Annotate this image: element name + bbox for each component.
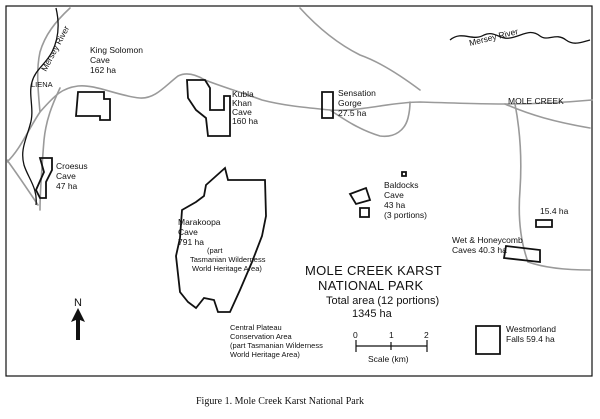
north-letter: N [74,297,82,309]
king-solomon-boundary [75,91,111,121]
road-liena-loop [39,87,61,211]
road-east-branch [504,103,591,129]
mersey-river-left-label: Mersey River [39,24,71,73]
mersey-river-right-label: Mersey River [468,26,519,48]
road-sensation-loop [329,101,411,138]
small-15-4-boundary [535,219,553,228]
mersey-river-west [22,7,59,206]
reserve-boundaries [35,79,553,355]
road-mole-creek-south [514,103,529,263]
mole-creek-label: MOLE CREEK [508,96,564,106]
map-title-line1: MOLE CREEK KARST [305,263,442,278]
westmorland-boundary [475,325,501,355]
small-15-4-label: 15.4 ha [540,206,569,216]
mersey-river-east [449,31,591,44]
baldocks-boundary-3 [401,171,407,177]
croesus-boundary [35,157,53,199]
scale-bar: 0 1 2 Scale (km) [353,330,429,364]
wet-honeycomb-boundary [502,245,541,264]
figure-caption: Figure 1. Mole Creek Karst National Park [196,396,364,407]
baldocks-boundary-2 [359,207,370,218]
scale-tick-2: 2 [424,330,429,340]
labels: Mersey River Mersey River LIENA MOLE CRE… [31,24,569,359]
map-title-line2: NATIONAL PARK [318,278,424,293]
map-title-block: MOLE CREEK KARST NATIONAL PARK Total are… [305,263,442,320]
main-road [6,73,593,163]
road-north-branch [299,7,421,91]
scale-tick-0: 0 [353,330,358,340]
north-arrow: N [71,297,85,340]
scale-tick-1: 1 [389,330,394,340]
kubla-khan-boundary [186,79,231,137]
total-area-text: Total area (12 portions) [326,295,439,307]
marakoopa-boundary [175,166,267,313]
scale-label: Scale (km) [368,354,409,364]
north-arrow-icon [71,308,85,340]
liena-label: LIENA [31,80,53,89]
total-ha-text: 1345 ha [352,308,393,320]
sensation-gorge-boundary [321,91,334,119]
rivers [22,7,591,206]
road-east-south [527,261,591,271]
map-frame [5,5,593,377]
road-west-south [6,159,39,206]
baldocks-boundary-1 [348,186,372,206]
